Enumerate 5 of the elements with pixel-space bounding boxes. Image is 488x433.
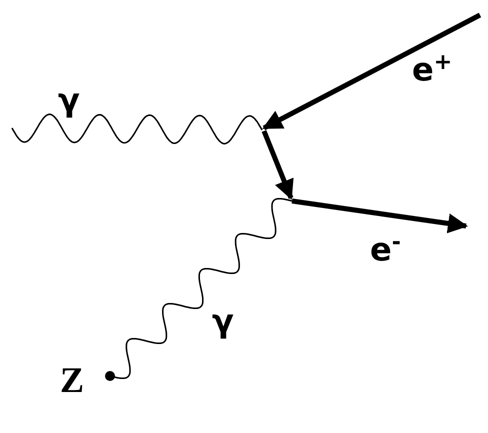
photon-symbol: γ bbox=[58, 84, 80, 116]
electron-symbol: e$^{-}$ bbox=[370, 232, 401, 266]
nucleus-symbol: Z bbox=[60, 362, 84, 398]
photon-symbol: γ bbox=[212, 305, 234, 337]
positron-symbol: e$^{+}$ bbox=[412, 52, 452, 86]
